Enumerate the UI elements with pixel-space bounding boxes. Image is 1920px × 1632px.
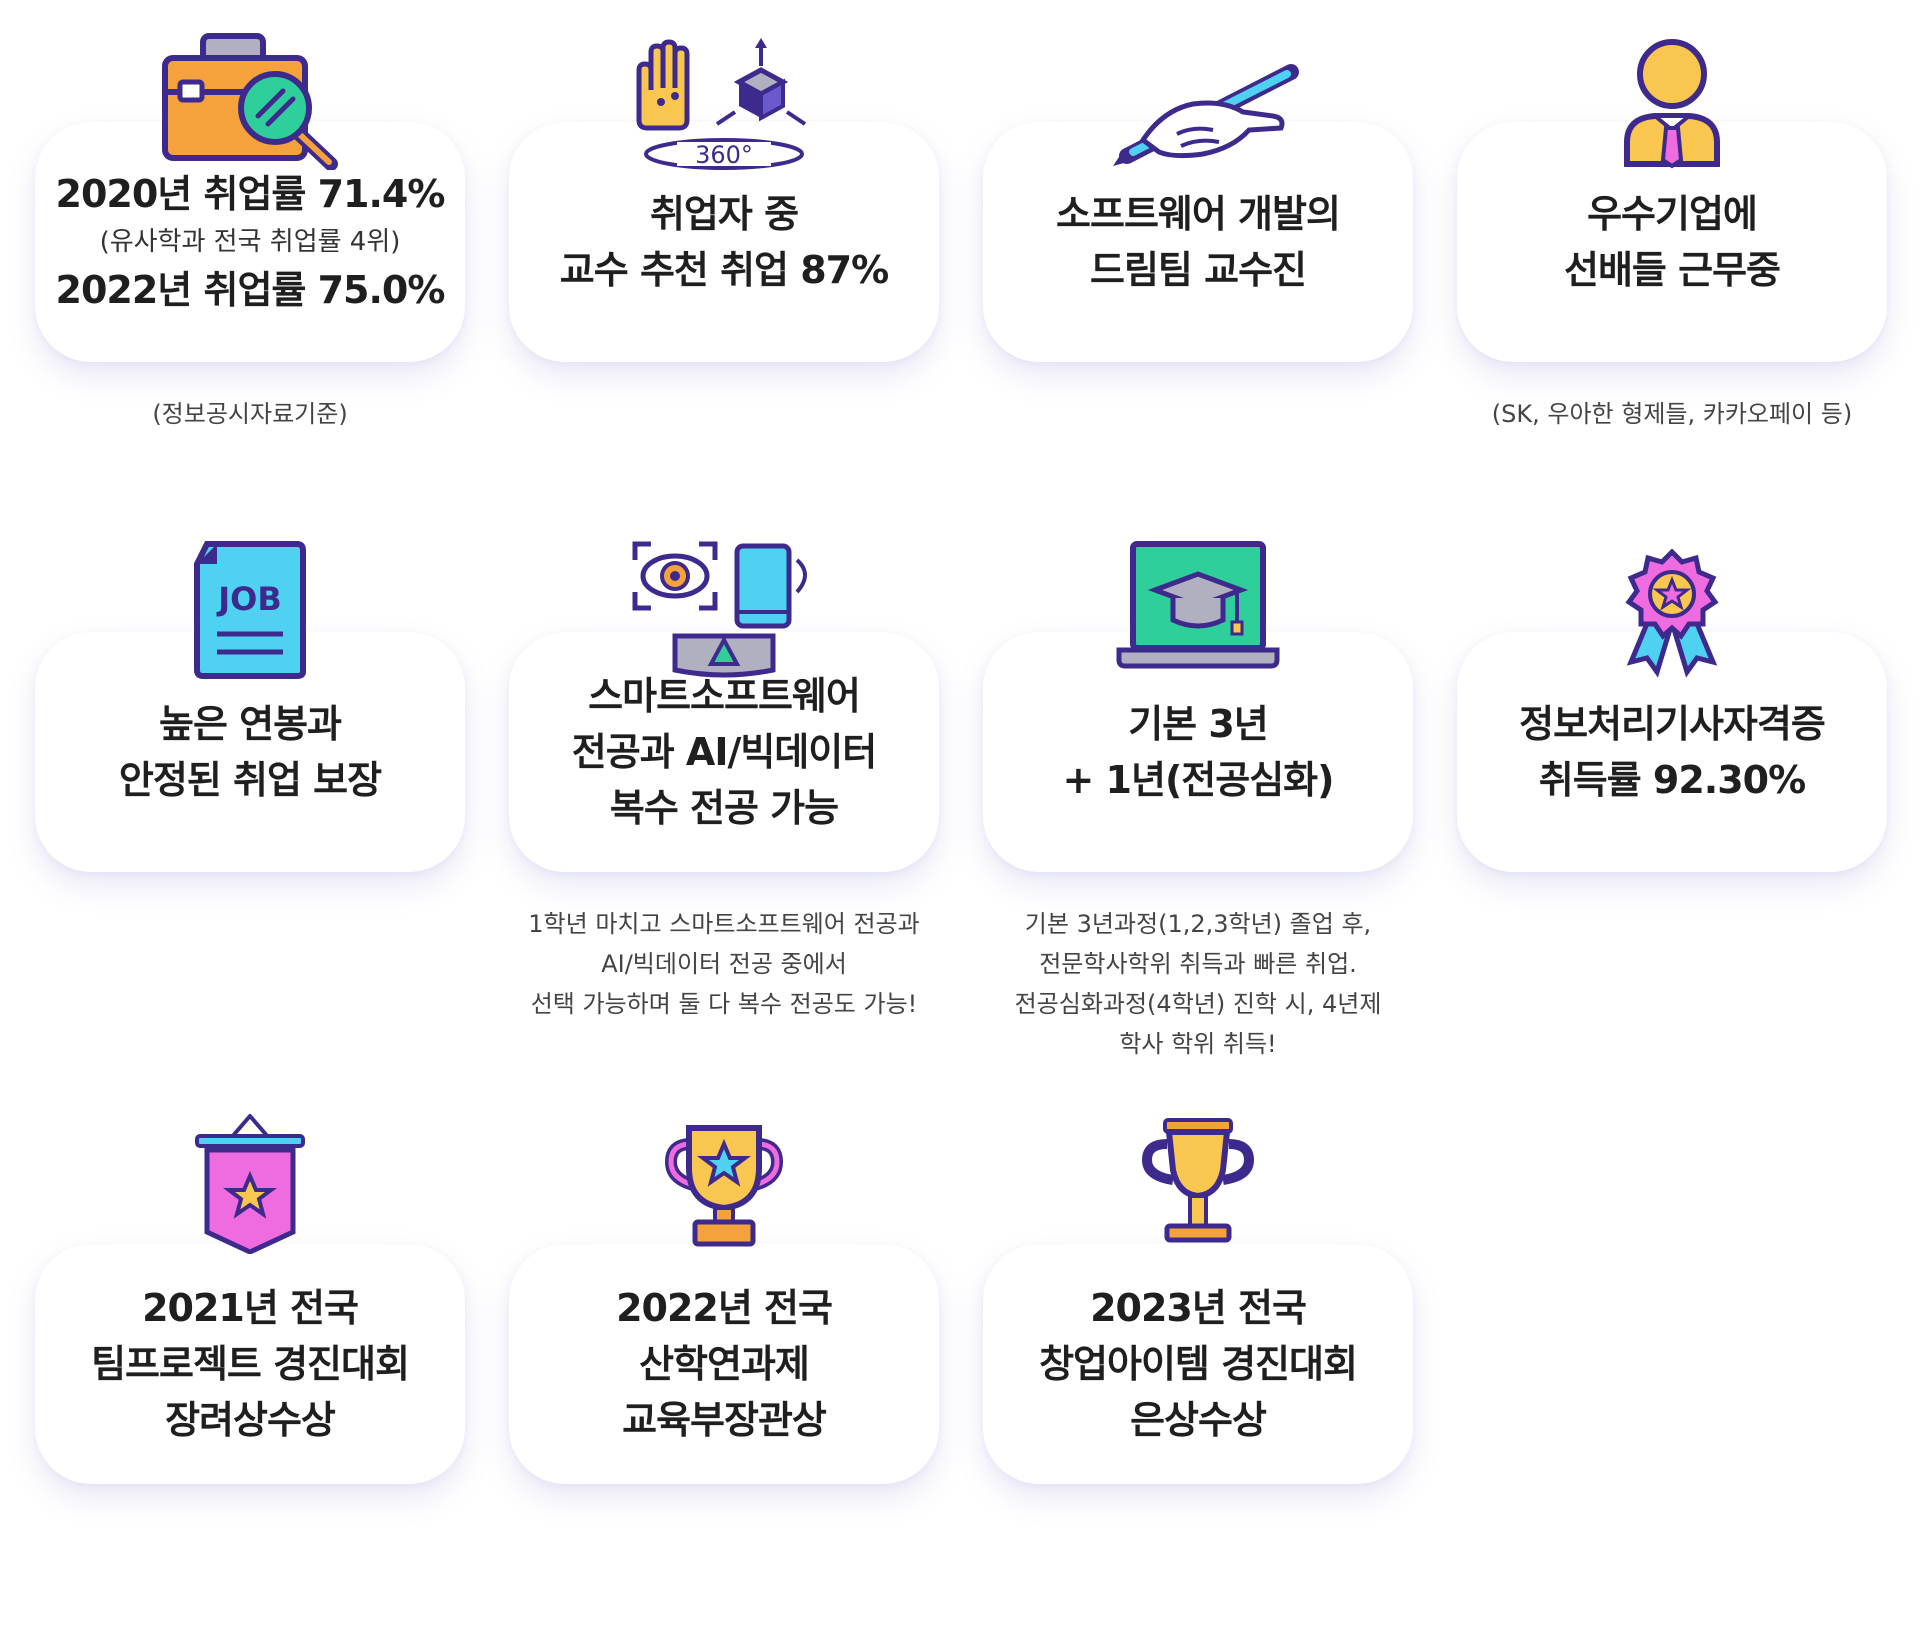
job-document-icon: JOB <box>125 540 375 680</box>
footnote-line: AI/빅데이터 전공 중에서 <box>601 950 847 978</box>
card-startup-award: 2023년 전국 창업아이템 경진대회 은상수상 <box>983 1114 1413 1484</box>
card-dream-team-faculty: 소프트웨어 개발의 드림팀 교수진 <box>983 30 1413 362</box>
card-title-line: 장려상수상 <box>165 1398 336 1442</box>
businessman-icon <box>1547 30 1797 170</box>
card-title-line: 창업아이템 경진대회 <box>1039 1342 1358 1386</box>
card-professor-recommendation: 360° 취업자 중 교수 추천 취업 87% <box>509 30 939 362</box>
card-title-line: 2022년 취업률 75.0% <box>55 268 446 312</box>
card-team-project-award: 2021년 전국 팀프로젝트 경진대회 장려상수상 <box>35 1114 465 1484</box>
card-employment-rate: 2020년 취업률 71.4% (유사학과 전국 취업률 4위) 2022년 취… <box>35 30 465 428</box>
card-body: 기본 3년 + 1년(전공심화) <box>983 632 1413 872</box>
card-alumni-companies: 우수기업에 선배들 근무중 (SK, 우아한 형제들, 카카오페이 등) <box>1457 30 1887 428</box>
footnote-line: (정보공시자료기준) <box>152 400 348 428</box>
card-body: 2023년 전국 창업아이템 경진대회 은상수상 <box>983 1244 1413 1484</box>
card-title-line: 소프트웨어 개발의 <box>1056 192 1341 236</box>
card-certification-rate: 정보처리기사자격증 취득률 92.30% <box>1457 540 1887 872</box>
card-title-line: 교육부장관상 <box>622 1398 827 1442</box>
card-title-line: 기본 3년 <box>1128 702 1269 746</box>
card-body: 정보처리기사자격증 취득률 92.30% <box>1457 632 1887 872</box>
icon-label-job: JOB <box>216 580 282 618</box>
card-title-line: 취업자 중 <box>649 192 799 236</box>
card-title-line: 안정된 취업 보장 <box>118 758 382 802</box>
card-title-line: 2020년 취업률 71.4% <box>55 172 446 216</box>
card-body: 2021년 전국 팀프로젝트 경진대회 장려상수상 <box>35 1244 465 1484</box>
briefcase-magnifier-icon <box>125 30 375 170</box>
card-body: 2022년 전국 산학연과제 교육부장관상 <box>509 1244 939 1484</box>
trophy-cup-icon <box>1073 1114 1323 1254</box>
card-footnote: 1학년 마치고 스마트소프트웨어 전공과 AI/빅데이터 전공 중에서 선택 가… <box>489 904 959 1024</box>
footnote-line: 기본 3년과정(1,2,3학년) 졸업 후, <box>1024 910 1372 938</box>
card-double-major: 스마트소프트웨어 전공과 AI/빅데이터 복수 전공 가능 1학년 마치고 스마… <box>509 540 939 1100</box>
card-title-line: 선배들 근무중 <box>1564 248 1781 292</box>
footnote-line: 1학년 마치고 스마트소프트웨어 전공과 <box>528 910 920 938</box>
eye-tracking-phone-icon <box>599 540 849 680</box>
card-title-line: 2021년 전국 <box>142 1286 359 1330</box>
icon-label-360: 360° <box>695 141 753 169</box>
vr-glove-360-icon: 360° <box>599 30 849 170</box>
card-title-line: 전공과 AI/빅데이터 <box>571 730 877 774</box>
card-title-line: 높은 연봉과 <box>158 702 342 746</box>
card-title-line: 드림팀 교수진 <box>1090 248 1307 292</box>
card-advanced-course: 기본 3년 + 1년(전공심화) 기본 3년과정(1,2,3학년) 졸업 후, … <box>983 540 1413 1100</box>
card-title-line: 우수기업에 <box>1587 192 1758 236</box>
pennant-star-icon <box>125 1114 375 1254</box>
card-title-line: 2023년 전국 <box>1090 1286 1307 1330</box>
footnote-line: 전문학사학위 취득과 빠른 취업. <box>1039 950 1357 978</box>
footnote-line: (SK, 우아한 형제들, 카카오페이 등) <box>1491 400 1853 428</box>
footnote-line: 전공심화과정(4학년) 진학 시, 4년제 <box>1014 990 1382 1018</box>
trophy-star-icon <box>599 1114 849 1254</box>
card-footnote: (SK, 우아한 형제들, 카카오페이 등) <box>1437 394 1907 434</box>
card-body: 소프트웨어 개발의 드림팀 교수진 <box>983 122 1413 362</box>
card-title-line: 스마트소프트웨어 <box>588 674 861 718</box>
card-title-line: 팀프로젝트 경진대회 <box>91 1342 410 1386</box>
hand-pen-icon <box>1073 30 1323 170</box>
card-body: 2020년 취업률 71.4% (유사학과 전국 취업률 4위) 2022년 취… <box>35 122 465 362</box>
card-subtitle-line: (유사학과 전국 취업률 4위) <box>99 227 401 257</box>
card-title-line: 정보처리기사자격증 <box>1519 702 1826 746</box>
card-title-line: 은상수상 <box>1130 1398 1267 1442</box>
award-ribbon-icon <box>1547 540 1797 680</box>
card-footnote: 기본 3년과정(1,2,3학년) 졸업 후, 전문학사학위 취득과 빠른 취업.… <box>963 904 1433 1064</box>
card-title-line: 복수 전공 가능 <box>609 786 839 830</box>
card-title-line: 취득률 92.30% <box>1538 758 1806 802</box>
card-industry-project-award: 2022년 전국 산학연과제 교육부장관상 <box>509 1114 939 1484</box>
card-title-line: 2022년 전국 <box>616 1286 833 1330</box>
card-title-line: + 1년(전공심화) <box>1062 758 1334 802</box>
footnote-line: 선택 가능하며 둘 다 복수 전공도 가능! <box>530 990 918 1018</box>
card-footnote: (정보공시자료기준) <box>15 394 485 434</box>
card-salary-guarantee: JOB 높은 연봉과 안정된 취업 보장 <box>35 540 465 872</box>
footnote-line: 학사 학위 취득! <box>1119 1030 1277 1058</box>
card-title-line: 산학연과제 <box>639 1342 810 1386</box>
card-title-line: 교수 추천 취업 87% <box>559 248 889 292</box>
laptop-graduation-cap-icon <box>1073 540 1323 680</box>
